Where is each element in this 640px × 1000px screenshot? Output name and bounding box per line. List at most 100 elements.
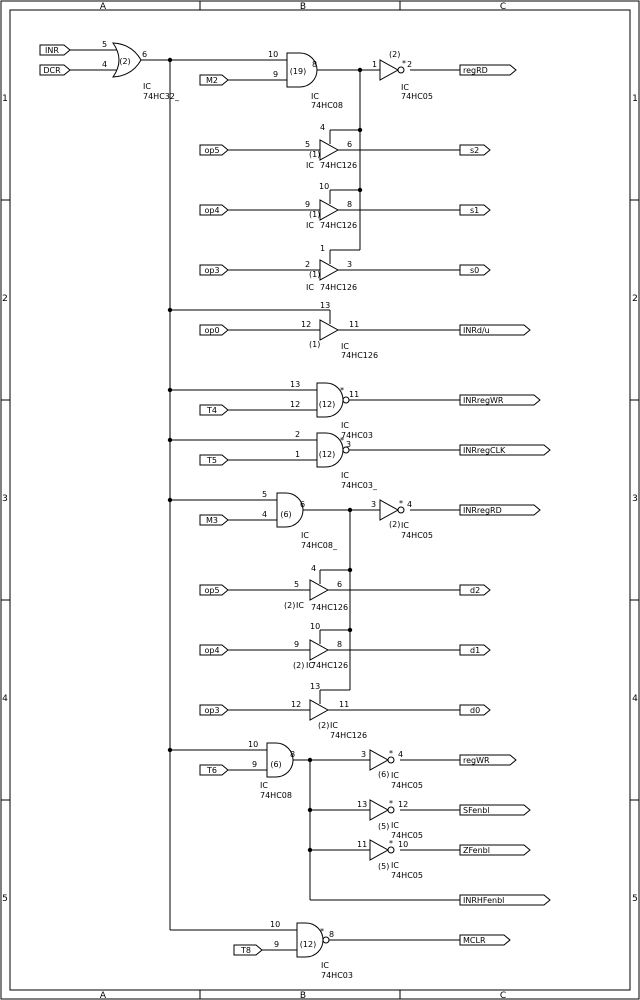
svg-text:10: 10 (268, 50, 278, 59)
svg-text:12: 12 (301, 320, 311, 329)
svg-text:regWR: regWR (463, 756, 490, 765)
svg-text:DCR: DCR (43, 66, 61, 75)
inverter-74hc05-regrd: (2) * 1 2 IC 74HC05 (372, 50, 433, 101)
tristate-buffer-d2: 4 5 6 (2) IC 74HC126 (284, 564, 348, 612)
svg-text:74HC05: 74HC05 (391, 871, 423, 880)
output-port-zfenbl: ZFenbl (459, 844, 531, 856)
output-port-d2: d2 (459, 584, 491, 596)
svg-text:5: 5 (305, 140, 310, 149)
output-port-regwr: regWR (459, 754, 517, 766)
svg-text:3: 3 (347, 260, 352, 269)
svg-text:10: 10 (319, 182, 329, 191)
svg-text:10: 10 (310, 622, 320, 631)
svg-text:op4: op4 (204, 206, 219, 215)
svg-text:IC: IC (260, 781, 268, 790)
svg-text:5: 5 (294, 580, 299, 589)
inverter-74hc05-sfenbl: * 13 12 (5) IC 74HC05 (357, 799, 423, 840)
zone-col-b-top: B (300, 2, 306, 12)
svg-text:(12): (12) (319, 450, 335, 459)
input-ports: INR DCR M2 op5 op4 op3 op0 T4 T5 M3 op5 … (39, 44, 263, 956)
output-ports: regRD s2 s1 s0 INRd/u INRregWR INRregCLK… (459, 64, 551, 946)
svg-text:74HC126: 74HC126 (320, 283, 357, 292)
tristate-buffer-inrdu: 13 12 11 (1) IC 74HC126 (301, 301, 378, 360)
svg-text:T6: T6 (206, 766, 217, 775)
svg-text:8: 8 (312, 60, 317, 69)
zone-col-b-bottom: B (300, 991, 306, 1000)
output-port-s1: s1 (459, 204, 491, 216)
output-port-sfenbl: SFenbl (459, 804, 531, 816)
svg-text:6: 6 (300, 500, 305, 509)
input-port-m3: M3 (199, 514, 229, 526)
svg-text:6: 6 (347, 140, 352, 149)
tristate-buffer-s1: 10 9 8 (1) IC 74HC126 (305, 182, 357, 230)
svg-text:SFenbl: SFenbl (463, 806, 490, 815)
or-gate-74hc32: (2) 5 4 6 IC 74HC32_ (102, 40, 180, 101)
nand-gate-mclr: (12) * 10 9 8 IC 74HC03 (270, 920, 353, 980)
svg-text:d2: d2 (470, 586, 480, 595)
svg-text:2: 2 (295, 430, 300, 439)
svg-text:74HC05: 74HC05 (391, 781, 423, 790)
svg-text:d0: d0 (470, 706, 480, 715)
gates: (2) 5 4 6 IC 74HC32_ (19) 10 9 8 IC 74HC… (102, 40, 433, 980)
input-port-op5-a: op5 (199, 144, 229, 156)
svg-text:11: 11 (349, 320, 359, 329)
output-port-regrd: regRD (459, 64, 517, 76)
svg-text:MCLR: MCLR (463, 936, 486, 945)
svg-text:(6): (6) (270, 760, 281, 769)
svg-text:12: 12 (290, 400, 300, 409)
svg-text:op4: op4 (204, 646, 219, 655)
svg-text:IC: IC (143, 82, 151, 91)
zone-row-3-left: 3 (2, 494, 8, 504)
svg-text:IC: IC (330, 721, 338, 730)
svg-text:10: 10 (398, 840, 408, 849)
zone-row-5-right: 5 (632, 894, 638, 904)
input-port-op0: op0 (199, 324, 229, 336)
output-port-inrhfenbl: INRHFenbl (459, 894, 551, 906)
svg-text:(1): (1) (309, 210, 320, 219)
zone-col-c-top: C (500, 2, 506, 12)
svg-text:(2): (2) (389, 520, 400, 529)
input-port-t8: T8 (233, 944, 263, 956)
svg-text:74HC08: 74HC08 (260, 791, 292, 800)
svg-text:9: 9 (294, 640, 299, 649)
and-gate-74hc08-6: (6) 5 4 6 IC 74HC08_ (262, 490, 338, 550)
svg-text:IC: IC (306, 661, 314, 670)
svg-text:(12): (12) (319, 400, 335, 409)
svg-text:op5: op5 (204, 146, 219, 155)
svg-text:T5: T5 (206, 456, 217, 465)
svg-text:(2): (2) (284, 601, 295, 610)
svg-text:74HC126: 74HC126 (341, 351, 378, 360)
svg-text:74HC08: 74HC08 (311, 101, 343, 110)
svg-text:*: * (402, 59, 406, 68)
svg-text:IC: IC (341, 421, 349, 430)
svg-text:s1: s1 (470, 206, 479, 215)
svg-text:INRd/u: INRd/u (463, 326, 490, 335)
svg-text:op5: op5 (204, 586, 219, 595)
svg-text:IC: IC (341, 342, 349, 351)
svg-text:74HC32_: 74HC32_ (143, 92, 180, 101)
svg-text:IC: IC (391, 771, 399, 780)
svg-text:74HC08_: 74HC08_ (301, 541, 338, 550)
inverter-74hc05-inrregrd: * 3 4 (2) IC 74HC05 (371, 499, 433, 540)
tristate-buffer-d0: 13 12 11 (2) IC 74HC126 (291, 682, 367, 740)
inverter-74hc05-zfenbl: * 11 10 (5) IC 74HC05 (357, 839, 423, 880)
svg-text:(1): (1) (309, 150, 320, 159)
tristate-buffer-s0: 1 2 3 (1) IC 74HC126 (305, 244, 357, 292)
zone-row-4-right: 4 (632, 694, 638, 704)
svg-text:4: 4 (407, 500, 412, 509)
svg-text:(2): (2) (293, 661, 304, 670)
svg-text:11: 11 (339, 700, 349, 709)
svg-text:*: * (340, 436, 344, 445)
svg-text:8: 8 (337, 640, 342, 649)
zone-col-c-bottom: C (500, 991, 506, 1000)
zone-col-a-top: A (100, 2, 107, 12)
svg-text:74HC03: 74HC03 (341, 431, 373, 440)
svg-text:3: 3 (361, 750, 366, 759)
output-port-inrregwr: INRregWR (459, 394, 541, 406)
output-port-s2: s2 (459, 144, 491, 156)
zone-row-4-left: 4 (2, 694, 8, 704)
svg-text:*: * (389, 839, 393, 848)
zone-row-1-left: 1 (2, 94, 8, 104)
svg-text:IC: IC (296, 601, 304, 610)
svg-text:5: 5 (262, 490, 267, 499)
